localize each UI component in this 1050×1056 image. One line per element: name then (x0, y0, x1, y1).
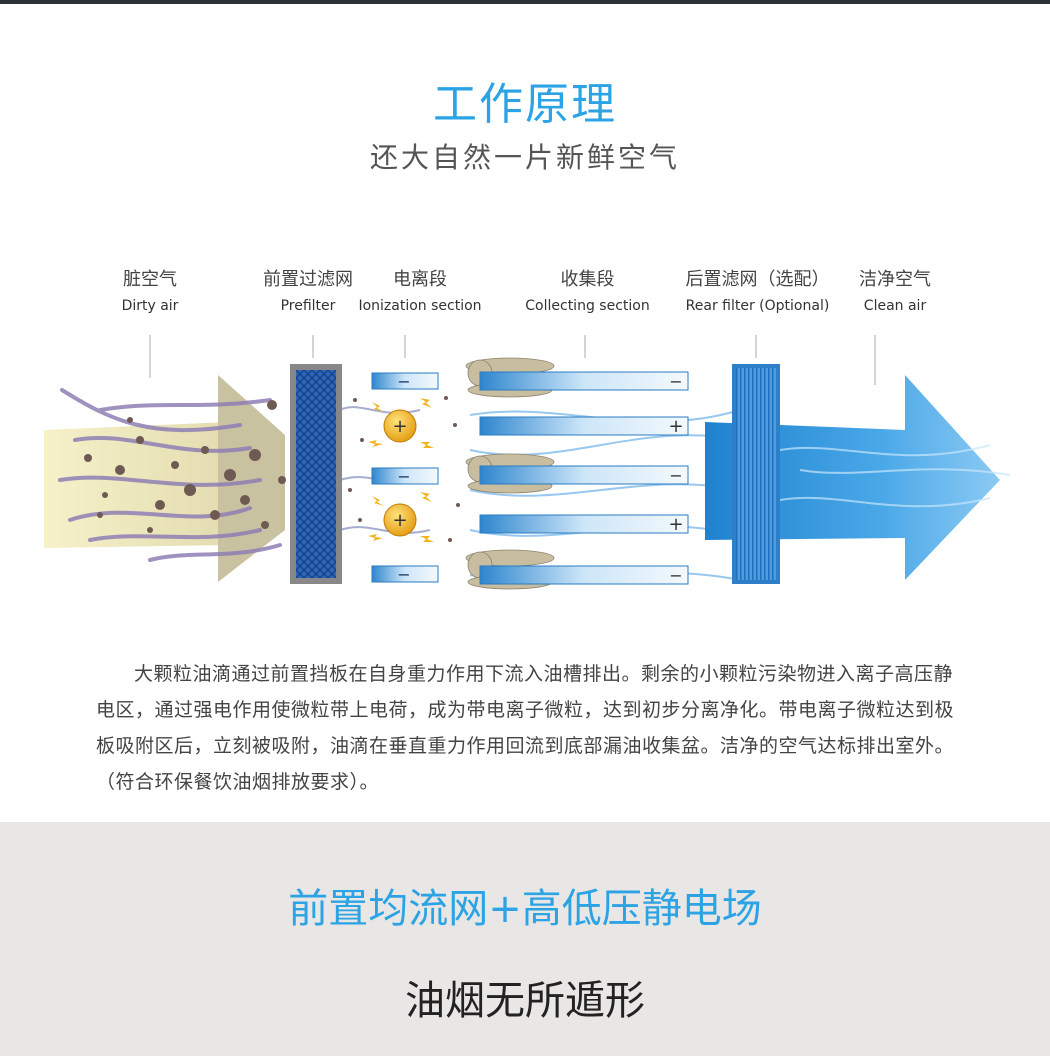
spark-icons (368, 398, 434, 542)
ionization-plate (371, 372, 439, 390)
prefilter-mesh (296, 370, 336, 578)
dirty-fibers (58, 388, 282, 562)
minus-sign: − (397, 467, 410, 486)
stage-label-cn: 电离段 (393, 269, 447, 290)
stage-label-collecting: 收集段 Collecting section (515, 268, 660, 316)
ionization-section: − − − + + (368, 372, 439, 584)
page-subtitle: 还大自然一片新鲜空气 (369, 141, 680, 174)
stage-label-cn: 后置滤网（选配） (685, 269, 830, 290)
stage-label-prefilter: 前置过滤网 Prefilter (248, 268, 368, 316)
dirt-particles (84, 396, 460, 542)
feature-headline: 前置均流网+高低压静电场 (288, 886, 762, 932)
plus-sign: + (668, 514, 683, 535)
purifier-diagram: − − − + + (44, 335, 1011, 590)
stage-label-en: Prefilter (280, 298, 336, 314)
ionization-plate (371, 467, 439, 485)
minus-sign: − (397, 565, 410, 584)
stage-label-cn: 洁净空气 (859, 269, 931, 290)
clean-air-streaks (779, 444, 1011, 508)
plus-sign: + (392, 416, 407, 437)
positive-ion (383, 409, 417, 443)
minus-sign: − (669, 372, 682, 391)
stage-label-clean-air: 洁净空气 Clean air (845, 268, 945, 316)
stage-label-en: Rear filter (Optional) (685, 298, 830, 314)
bottom-banner: 前置均流网+高低压静电场 油烟无所遁形 (0, 822, 1050, 1056)
minus-sign: − (669, 466, 682, 485)
positive-ion (383, 503, 417, 537)
ionization-plate (371, 565, 439, 583)
stage-label-cn: 收集段 (560, 269, 615, 290)
stage-label-rear-filter: 后置滤网（选配） Rear filter (Optional) (670, 268, 845, 316)
stage-label-dirty-air: 脏空气 Dirty air (90, 268, 210, 316)
stage-label-cn: 脏空气 (123, 269, 177, 290)
working-principle-description: 大颗粒油滴通过前置挡板在自身重力作用下流入油槽排出。剩余的小颗粒污染物进入离子高… (96, 663, 955, 793)
feature-tagline: 油烟无所遁形 (405, 978, 645, 1024)
collecting-plate-negative (479, 465, 689, 485)
stage-label-en: Clean air (863, 298, 927, 314)
page-title: 工作原理 (433, 79, 617, 130)
stage-label-en: Ionization section (358, 298, 482, 314)
rear-filter-mesh (736, 368, 776, 580)
collecting-plate-positive (479, 416, 689, 436)
collecting-plate-negative (479, 565, 689, 585)
stage-label-ionization: 电离段 Ionization section (350, 268, 490, 316)
stage-label-cn: 前置过滤网 (263, 269, 353, 290)
top-border-bar (0, 0, 1050, 4)
collecting-section: − + − + − (465, 357, 689, 590)
minus-sign: − (669, 566, 682, 585)
plus-sign: + (668, 416, 683, 437)
collecting-plate-positive (479, 514, 689, 534)
plus-sign: + (392, 510, 407, 531)
minus-sign: − (397, 372, 410, 391)
indicator-lines (149, 335, 876, 385)
stage-label-en: Collecting section (525, 298, 650, 314)
collecting-plate-negative (479, 371, 689, 391)
stage-label-en: Dirty air (121, 298, 179, 314)
